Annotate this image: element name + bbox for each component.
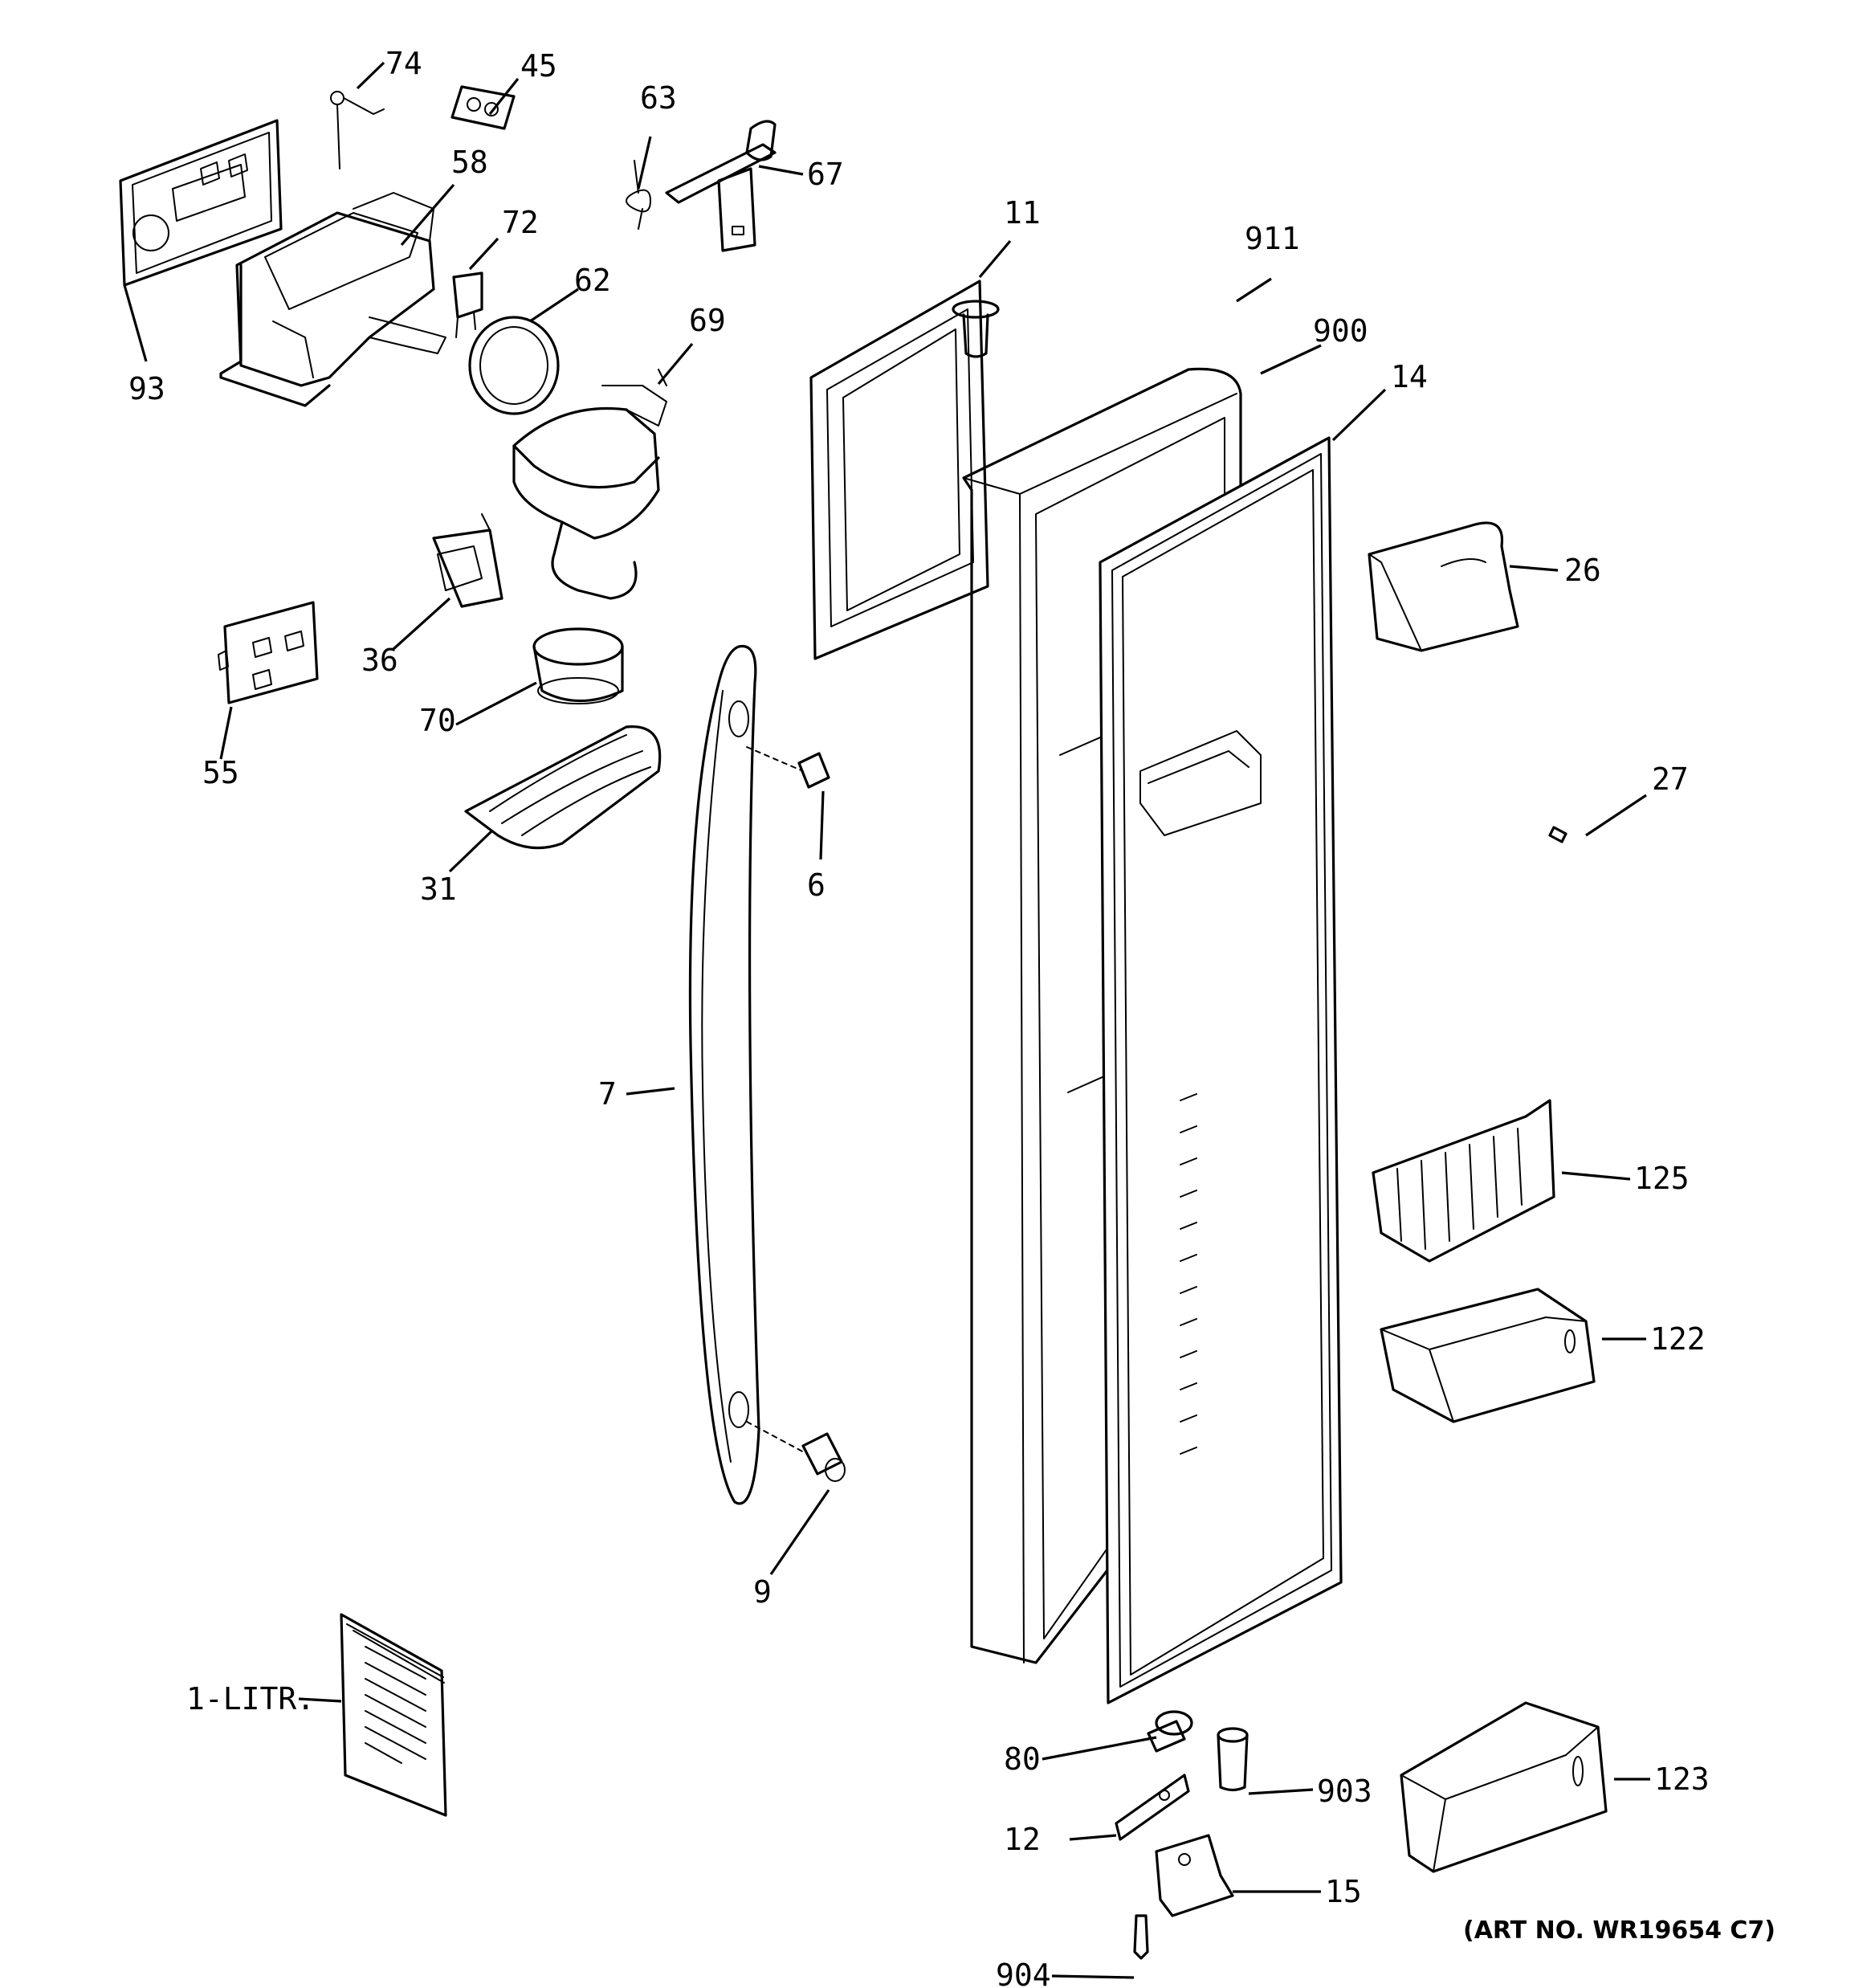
- part-55-board: [218, 601, 319, 704]
- callout-1-litr: 1-LITR.: [186, 1681, 315, 1717]
- callout-27: 27: [1652, 761, 1689, 797]
- callout-72: 72: [502, 205, 539, 240]
- part-31-drip-tray: [464, 725, 662, 850]
- callout-58: 58: [451, 145, 488, 180]
- part-11-frame: [809, 280, 989, 660]
- part-70-funnel: [532, 627, 624, 704]
- part-45-pad: [450, 85, 516, 130]
- part-123-bin: [1400, 1701, 1608, 1873]
- part-26-bin: [1368, 521, 1519, 652]
- callout-15: 15: [1325, 1874, 1362, 1909]
- callout-67: 67: [807, 157, 844, 192]
- callout-9: 9: [753, 1574, 772, 1610]
- art-number: (ART NO. WR19654 C7): [1463, 1917, 1775, 1945]
- part-15-hinge: [1155, 1834, 1234, 1917]
- callout-122: 122: [1650, 1321, 1706, 1357]
- callout-904: 904: [996, 1957, 1051, 1988]
- callout-55: 55: [202, 755, 239, 790]
- part-125-wire-shelf: [1372, 1099, 1555, 1263]
- leader-lines: [123, 61, 1650, 1979]
- part-12-hinge-plate: [1115, 1774, 1190, 1841]
- callout-14: 14: [1391, 359, 1428, 394]
- callout-903: 903: [1317, 1774, 1372, 1809]
- callout-labels: 74 45 63 67 58 72 62 69 93 11 911 900 14…: [128, 46, 1710, 1988]
- door-shelf-ribs: [1180, 1093, 1197, 1455]
- part-6-screw: [746, 746, 830, 789]
- part-27-screw: [1548, 826, 1567, 843]
- part-72-switch: [452, 271, 483, 338]
- callout-63: 63: [640, 80, 677, 116]
- callout-7: 7: [598, 1076, 617, 1112]
- callout-74: 74: [385, 46, 422, 81]
- part-62-ring: [468, 316, 560, 415]
- callout-123: 123: [1654, 1761, 1710, 1797]
- part-74-spring: [330, 91, 385, 169]
- part-69-chute: [512, 369, 667, 600]
- callout-11: 11: [1004, 195, 1041, 231]
- part-122-bin: [1380, 1288, 1596, 1423]
- part-911-cap: [952, 300, 1000, 358]
- callout-80: 80: [1004, 1741, 1041, 1777]
- callout-45: 45: [520, 48, 557, 84]
- part-1-litr-manual: [340, 1613, 447, 1817]
- part-80-bushing: [1147, 1710, 1193, 1753]
- callout-911: 911: [1245, 221, 1300, 256]
- part-93-control-panel: [119, 119, 283, 287]
- part-36-bracket: [432, 513, 503, 608]
- callout-69: 69: [689, 303, 726, 338]
- part-58-housing: [219, 192, 446, 407]
- callout-900: 900: [1313, 313, 1368, 349]
- part-67-bracket: [665, 120, 777, 252]
- callout-125: 125: [1634, 1161, 1690, 1196]
- callout-6: 6: [807, 867, 826, 903]
- part-14-gasket: [1099, 436, 1343, 1704]
- part-903-pin: [1217, 1727, 1249, 1792]
- callout-93: 93: [128, 371, 165, 406]
- callout-26: 26: [1564, 553, 1601, 588]
- part-9-screw: [746, 1421, 846, 1482]
- callout-62: 62: [574, 263, 611, 298]
- part-7-handle: [688, 644, 760, 1505]
- callout-31: 31: [420, 872, 457, 907]
- callout-70: 70: [419, 703, 456, 738]
- part-904-screw: [1133, 1914, 1149, 1960]
- part-63-spring: [626, 160, 651, 230]
- callout-36: 36: [361, 643, 398, 678]
- callout-12: 12: [1004, 1822, 1041, 1857]
